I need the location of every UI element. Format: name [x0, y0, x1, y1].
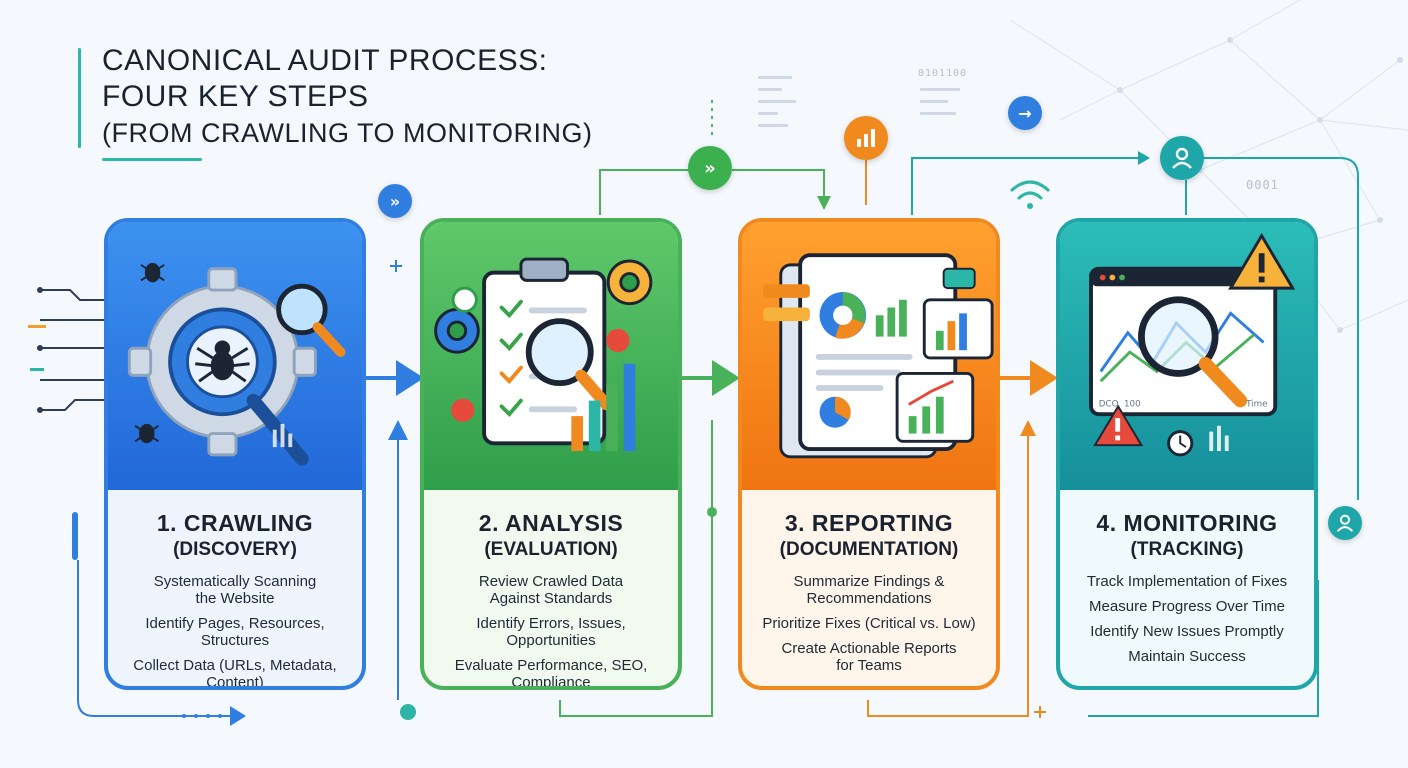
step-title: 3. REPORTING: [784, 510, 954, 536]
user-icon: [1160, 136, 1204, 180]
user-icon: [1328, 506, 1362, 540]
card-illustration-area: [742, 222, 996, 490]
step-item: Identify New Issues Promptly: [1090, 623, 1284, 640]
card-text-area: 1. CRAWLING (DISCOVERY) Systematically S…: [108, 490, 362, 690]
card-text-area: 4. MONITORING (TRACKING) Track Implement…: [1060, 490, 1314, 686]
arrow-right-icon: →: [1008, 96, 1042, 130]
step-item: Collect Data (URLs, Metadata, Content): [133, 657, 337, 690]
step-card-analysis: 2. ANALYSIS (EVALUATION) Review Crawled …: [420, 218, 682, 690]
step-item: Identify Pages, Resources, Structures: [145, 615, 325, 649]
step-card-crawling: 1. CRAWLING (DISCOVERY) Systematically S…: [104, 218, 366, 690]
dashboard-magnifier-icon: DCO 100 Time: [1089, 232, 1296, 457]
step-item: Track Implementation of Fixes: [1086, 573, 1288, 590]
step-card-reporting: 3. REPORTING (DOCUMENTATION) Summarize F…: [738, 218, 1000, 690]
card-text-area: 2. ANALYSIS (EVALUATION) Review Crawled …: [424, 490, 678, 690]
bar-chart-icon: [844, 116, 888, 160]
step-item: Evaluate Performance, SEO, Compliance: [454, 657, 648, 690]
spider-gear-icon: [127, 262, 346, 466]
step-item: Maintain Success: [1128, 648, 1246, 665]
fast-forward-icon: »: [688, 146, 732, 190]
step-item: Prioritize Fixes (Critical vs. Low): [762, 615, 976, 632]
step-item: Measure Progress Over Time: [1089, 598, 1285, 615]
card-text-area: 3. REPORTING (DOCUMENTATION) Summarize F…: [742, 490, 996, 686]
card-illustration-area: [108, 222, 362, 490]
chart-axis-label: 100: [1124, 399, 1141, 409]
fast-forward-icon: »: [378, 184, 412, 218]
page-title-line-3: (FROM CRAWLING TO MONITORING): [102, 118, 593, 148]
step-subtitle: (EVALUATION): [484, 539, 618, 560]
card-illustration-area: [424, 222, 678, 490]
binary-decoration: 0101100: [918, 68, 968, 79]
page-title-line-1: CANONICAL AUDIT PROCESS:: [102, 44, 548, 77]
step-title: 1. CRAWLING: [156, 510, 314, 536]
report-document-icon: [763, 253, 994, 459]
step-title: 4. MONITORING: [1096, 510, 1278, 536]
step-card-monitoring: DCO 100 Time 4. MONITORING (TRACKING) Tr…: [1056, 218, 1318, 690]
title-accent-bar: [78, 48, 81, 148]
step-subtitle: (DOCUMENTATION): [779, 539, 959, 560]
card-illustration-area: DCO 100 Time: [1060, 222, 1314, 490]
chart-axis-label: Time: [1245, 399, 1267, 409]
binary-decoration-2: 0001: [1246, 178, 1279, 192]
step-subtitle: (DISCOVERY): [173, 539, 297, 560]
step-title: 2. ANALYSIS: [478, 510, 624, 536]
step-item: Review Crawled Data Against Standards: [478, 573, 624, 607]
step-item: Summarize Findings & Recommendations: [793, 573, 945, 607]
step-item: Identify Errors, Issues, Opportunities: [476, 615, 626, 649]
wifi-icon: [1010, 180, 1050, 200]
title-underline: [102, 158, 202, 161]
step-item: Systematically Scanning the Website: [153, 573, 317, 607]
page-title-line-2: FOUR KEY STEPS: [102, 80, 369, 113]
chart-axis-label: DCO: [1099, 399, 1119, 409]
clipboard-magnifier-icon: [434, 257, 653, 452]
step-subtitle: (TRACKING): [1130, 539, 1244, 560]
step-item: Create Actionable Reports for Teams: [781, 640, 957, 674]
